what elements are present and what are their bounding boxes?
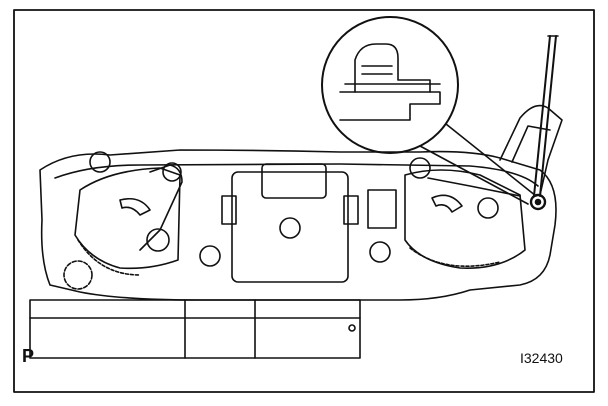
link-joint-center	[534, 198, 542, 206]
left-lever-pin	[146, 228, 170, 252]
left-lever-plate	[74, 167, 181, 270]
left-gap-circle	[199, 245, 221, 267]
left-top-boss	[89, 151, 111, 173]
right-gap-bracket	[367, 189, 397, 229]
page-border	[13, 9, 595, 393]
bottom-connector	[29, 299, 361, 359]
right-gap-circle	[369, 241, 391, 263]
center-panel	[231, 171, 349, 283]
screwdriver-icon	[533, 35, 559, 197]
center-right-tab	[343, 195, 359, 225]
right-cam-slot	[431, 194, 463, 213]
bottom-connector-divisions	[29, 299, 361, 359]
detail-latch	[339, 43, 441, 121]
left-sector-gear	[77, 239, 141, 276]
housing-inner-edge	[54, 163, 539, 187]
corner-label: P	[22, 346, 35, 366]
bottom-connector-hole	[348, 324, 356, 332]
left-lever-pivot	[162, 162, 182, 182]
left-lever-arm	[139, 164, 183, 251]
left-small-gear	[63, 260, 93, 290]
right-lever-pin	[477, 197, 499, 219]
detail-callout-leader	[419, 123, 537, 205]
control-unit-housing	[39, 149, 557, 301]
right-lever-pivot	[409, 157, 431, 179]
center-window	[261, 163, 327, 199]
center-hole	[279, 217, 301, 239]
left-cam-slot	[119, 197, 151, 216]
link-joint	[529, 193, 547, 211]
figure-code: I32430	[520, 350, 563, 366]
center-left-tab	[221, 195, 237, 225]
right-bracket-inner	[511, 125, 551, 163]
right-bracket	[499, 104, 563, 196]
detail-callout-circle	[321, 16, 459, 154]
right-sector-gear	[409, 247, 501, 267]
right-lever-arm	[427, 177, 521, 197]
